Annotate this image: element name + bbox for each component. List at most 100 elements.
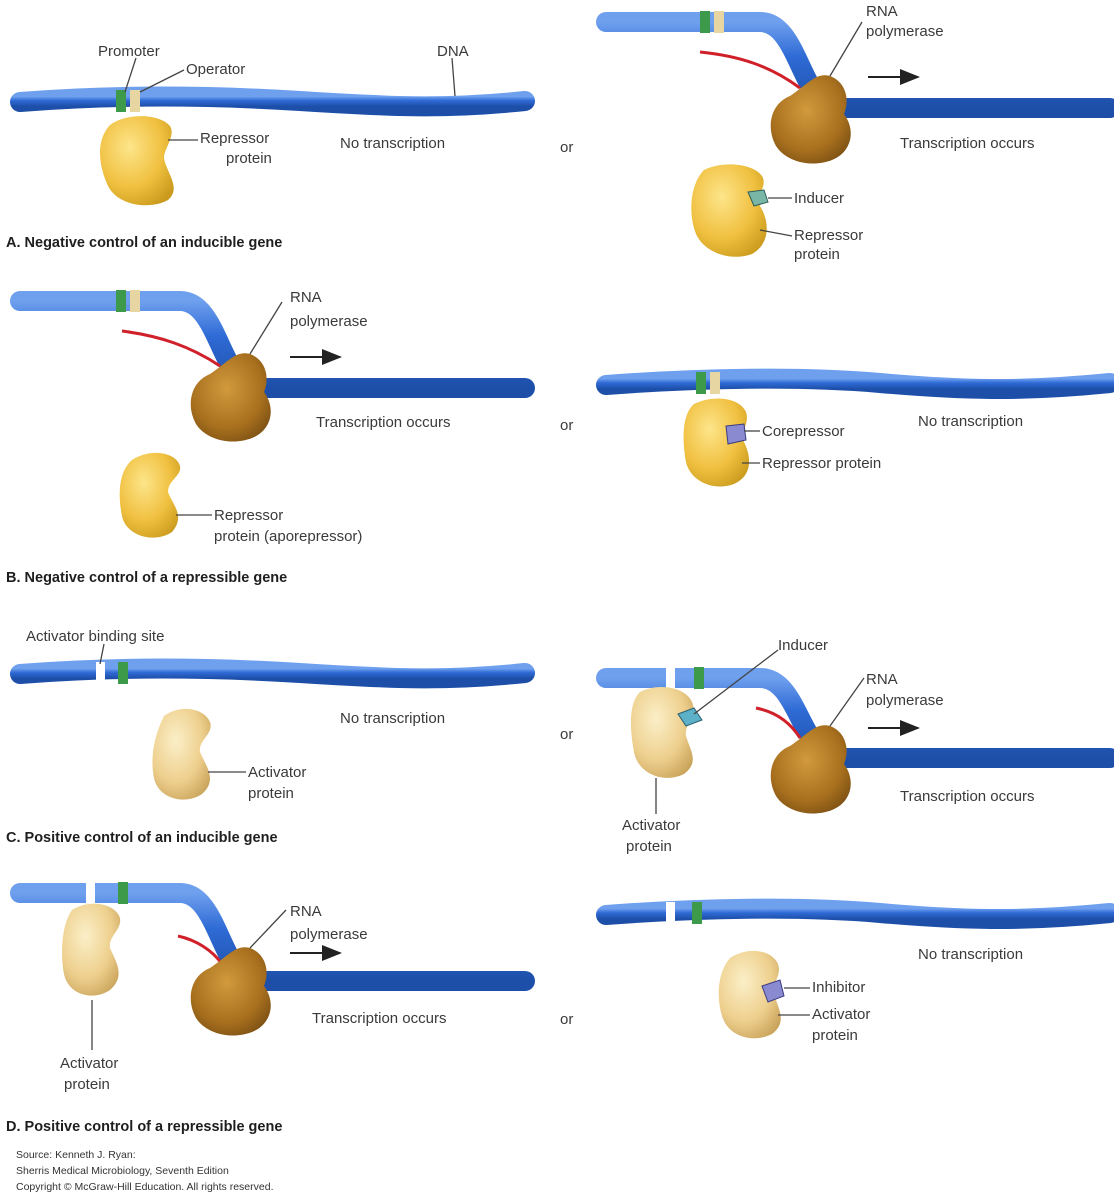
or-label: or: [560, 726, 573, 743]
protein-label: protein: [812, 1027, 858, 1044]
mrna-strand: [755, 706, 802, 739]
panel-a-right: RNA polymerase Transcription occurs Indu…: [596, 3, 1114, 263]
dna-strand: [10, 658, 535, 689]
mrna-strand: [121, 329, 221, 368]
protein-label: protein: [64, 1076, 110, 1093]
repressor-label: Repressor: [214, 507, 283, 524]
repressor-protein: [683, 398, 750, 487]
activator-label: Activator: [622, 817, 680, 834]
operator-label: Operator: [186, 61, 245, 78]
protein-label: protein: [226, 150, 272, 167]
dna-strand: [596, 368, 1114, 399]
or-label: or: [560, 1011, 573, 1028]
leader-line: [249, 301, 283, 355]
rna-polymerase: [190, 353, 271, 442]
polymerase-label: polymerase: [866, 23, 944, 40]
activator-binding-site: [666, 667, 675, 689]
protein-label: protein: [248, 785, 294, 802]
promoter-band: [118, 882, 128, 904]
polymerase-label: polymerase: [290, 313, 368, 330]
leader-line: [124, 57, 137, 93]
activator-binding-site-label: Activator binding site: [26, 628, 164, 645]
no-transcription-label: No transcription: [918, 413, 1023, 430]
leader-line: [759, 229, 793, 237]
protein-label: protein: [626, 838, 672, 855]
no-transcription-label: No transcription: [340, 135, 445, 152]
polymerase-label: polymerase: [866, 692, 944, 709]
activator-binding-site: [666, 902, 675, 924]
repressor-label: Repressor: [794, 227, 863, 244]
panel-a-left: Promoter Operator DNA Repressor protein …: [6, 43, 535, 251]
promoter-band: [694, 667, 704, 689]
transcription-occurs-label: Transcription occurs: [316, 414, 451, 431]
leader-line: [451, 57, 456, 97]
rna-polymerase: [770, 75, 851, 164]
rna-label: RNA: [290, 289, 322, 306]
inhibitor-molecule: [761, 979, 785, 1003]
repressor-protein: [119, 452, 181, 538]
rna-label: RNA: [866, 3, 898, 20]
protein-label: protein: [794, 246, 840, 263]
promoter-band: [118, 662, 128, 684]
rna-polymerase: [770, 725, 851, 814]
no-transcription-label: No transcription: [918, 946, 1023, 963]
leader-line: [693, 649, 779, 715]
inducer-molecule: [747, 189, 769, 207]
operator-band: [130, 290, 140, 312]
mrna-strand: [699, 50, 801, 90]
promoter-band: [116, 290, 126, 312]
source-line-2: Sherris Medical Microbiology, Seventh Ed…: [16, 1165, 229, 1177]
inducer-label: Inducer: [778, 637, 828, 654]
no-transcription-label: No transcription: [340, 710, 445, 727]
dna-strand: [10, 86, 535, 117]
repressor-protein: [100, 116, 174, 206]
panel-d-right: Inhibitor Activator protein No transcrip…: [596, 898, 1114, 1044]
transcription-occurs-label: Transcription occurs: [312, 1010, 447, 1027]
activator-label: Activator: [248, 764, 306, 781]
polymerase-label: polymerase: [290, 926, 368, 943]
leader-line: [829, 21, 863, 77]
activator-label: Activator: [60, 1055, 118, 1072]
operator-band: [710, 372, 720, 394]
repressor-protein: [691, 164, 767, 257]
activator-protein: [152, 708, 211, 800]
corepressor-label: Corepressor: [762, 423, 845, 440]
promoter-band: [692, 902, 702, 924]
source-line-3: Copyright © McGraw-Hill Education. All r…: [16, 1181, 274, 1193]
activator-binding-site: [96, 662, 105, 684]
inhibitor-label: Inhibitor: [812, 979, 865, 996]
leader-line: [139, 69, 185, 93]
activator-binding-site: [86, 882, 95, 904]
promoter-band: [700, 11, 710, 33]
panel-c-right: Inducer RNA polymerase Transcription occ…: [596, 637, 1114, 855]
promoter-label: Promoter: [98, 43, 160, 60]
rna-polymerase: [190, 947, 271, 1036]
operator-band: [714, 11, 724, 33]
caption-b: B. Negative control of a repressible gen…: [6, 570, 287, 586]
corepressor-molecule: [725, 423, 747, 445]
mrna-strand: [177, 934, 224, 965]
repressor-protein-label: Repressor protein: [762, 455, 881, 472]
activator-protein: [718, 950, 781, 1039]
panel-b-left: RNA polymerase Transcription occurs Repr…: [6, 289, 535, 586]
caption-c: C. Positive control of an inducible gene: [6, 830, 278, 846]
dna-strand: [10, 291, 535, 398]
or-label: or: [560, 139, 573, 156]
transcription-occurs-label: Transcription occurs: [900, 135, 1035, 152]
caption-d: D. Positive control of a repressible gen…: [6, 1119, 282, 1135]
dna-label: DNA: [437, 43, 469, 60]
transcription-occurs-label: Transcription occurs: [900, 788, 1035, 805]
source-line-1: Source: Kenneth J. Ryan:: [16, 1149, 136, 1161]
aporepressor-label: protein (aporepressor): [214, 528, 362, 545]
repressor-label: Repressor: [200, 130, 269, 147]
leader-line: [249, 909, 287, 949]
inducer-label: Inducer: [794, 190, 844, 207]
rna-label: RNA: [866, 671, 898, 688]
source-credit: Source: Kenneth J. Ryan: Sherris Medical…: [16, 1149, 274, 1193]
panel-c-left: Activator binding site Activator protein…: [6, 628, 535, 846]
activator-protein: [630, 687, 694, 778]
dna-strand: [596, 12, 1114, 118]
activator-protein: [62, 903, 121, 996]
